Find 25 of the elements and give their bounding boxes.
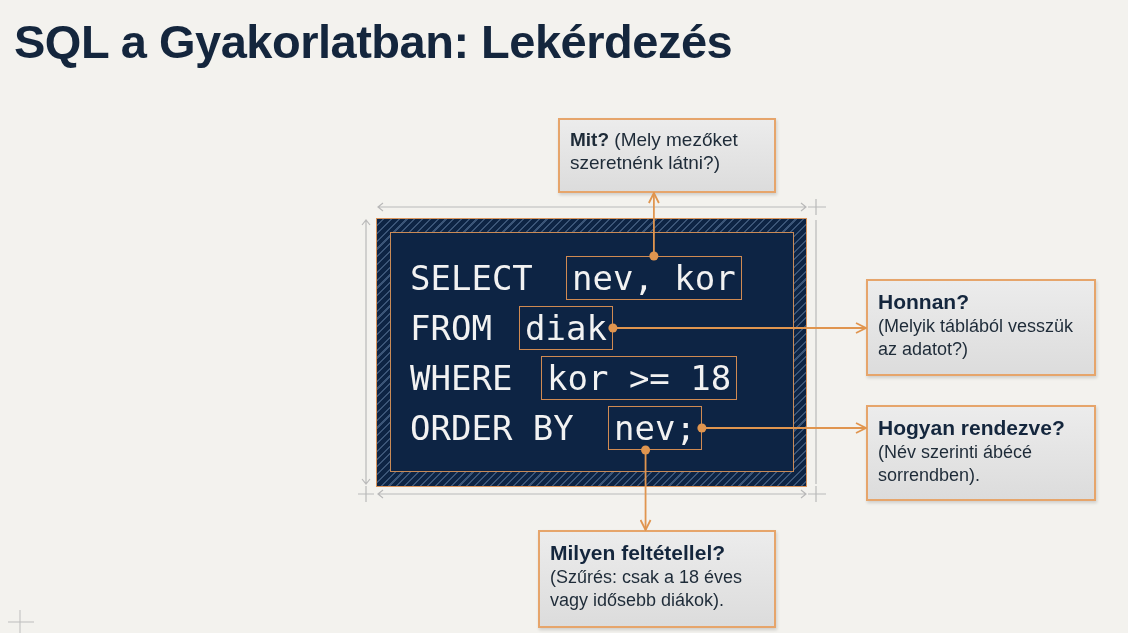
callout-box (558, 118, 776, 193)
callout-heading: Milyen feltétellel? (550, 540, 727, 566)
code-panel (376, 218, 807, 487)
highlighted-code: nev, kor (566, 256, 742, 300)
callout-text: (Név szerinti ábécé sorrendben). (878, 441, 1034, 487)
arrow (639, 445, 652, 531)
arrow (608, 322, 867, 334)
highlighted-code: diak (519, 306, 613, 350)
callout-box (866, 279, 1096, 376)
highlighted-code: kor >= 18 (541, 356, 738, 400)
sql-keyword: WHERE (410, 357, 513, 399)
callout-text: Mit? (Mely mezőket szeretnénk látni?) (570, 128, 739, 174)
callout-text: (Szűrés: csak a 18 éves vagy idősebb diákok). (550, 566, 744, 612)
callout-box (538, 530, 776, 628)
callout-box (866, 405, 1096, 501)
callout-heading: Honnan? (878, 289, 970, 315)
sql-keyword: ORDER BY (410, 407, 574, 449)
callout-heading: Hogyan rendezve? (878, 415, 1066, 441)
sql-keyword: SELECT (410, 257, 533, 299)
slide-title: SQL a Gyakorlatban: Lekérdezés (14, 14, 733, 69)
callout-text: (Melyik táblából vesszük az adatot?) (878, 315, 1075, 361)
arrow (648, 192, 660, 261)
sql-keyword: FROM (410, 307, 492, 349)
arrow (697, 422, 867, 434)
highlighted-code: nev; (608, 406, 702, 450)
